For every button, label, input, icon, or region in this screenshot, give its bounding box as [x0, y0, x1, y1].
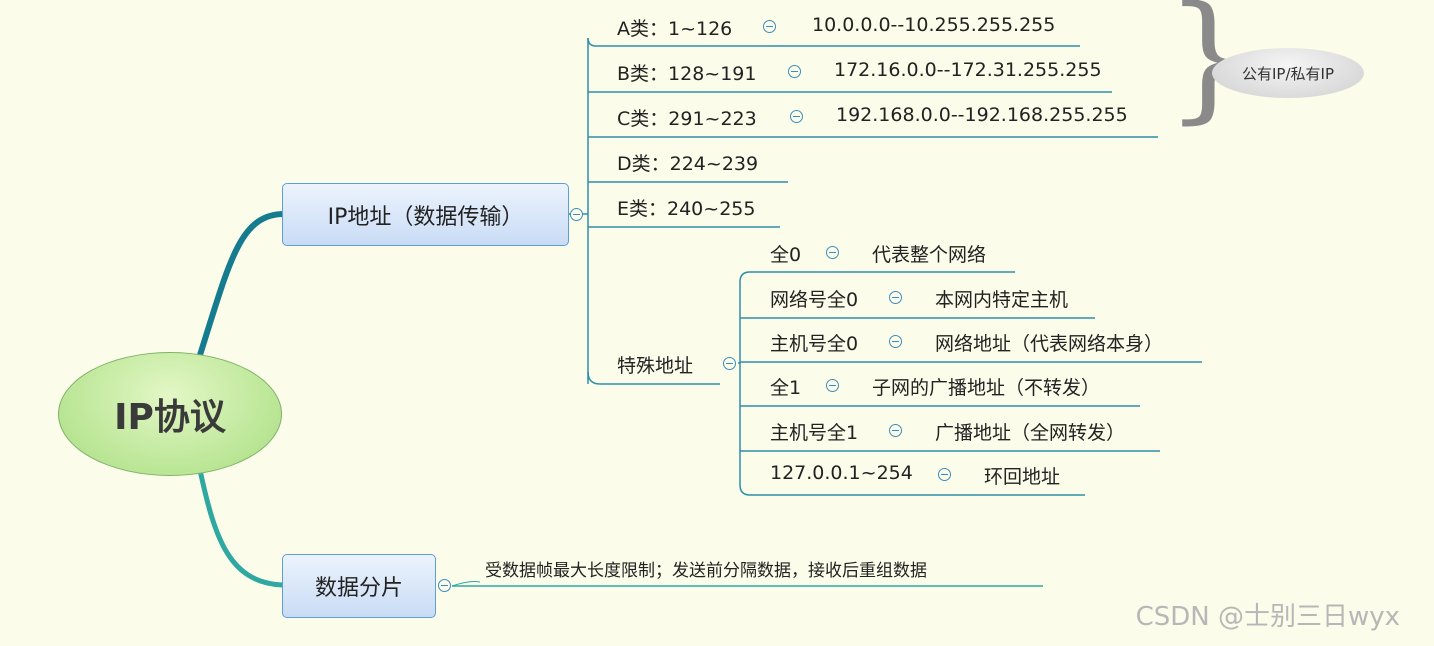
fragmentation-description[interactable]: 受数据帧最大长度限制；发送前分隔数据，接收后重组数据 — [485, 561, 927, 581]
data-fragmentation-collapse-icon[interactable] — [438, 579, 451, 592]
class-a-private-range[interactable]: 10.0.0.0--10.255.255.255 — [812, 14, 1056, 36]
special-host-one-label: 主机号全1 — [770, 422, 859, 444]
ip-address-collapse-icon[interactable] — [570, 208, 583, 221]
special-address-collapse-icon[interactable] — [723, 357, 736, 370]
special-network-zero[interactable]: 网络号全0 — [770, 285, 858, 312]
special-network-zero-meaning[interactable]: 本网内特定主机 — [935, 289, 1069, 311]
special-host-one[interactable]: 主机号全1 — [770, 418, 858, 445]
special-all-one-meaning[interactable]: 子网的广播地址（不转发） — [872, 377, 1101, 399]
class-b-item[interactable]: B类：128~191 — [617, 59, 757, 86]
special-all-zero-meaning[interactable]: 代表整个网络 — [872, 244, 987, 266]
root-topic-label: IP协议 — [114, 397, 226, 438]
special-all-zero-collapse-icon[interactable] — [826, 246, 839, 259]
special-all-one-collapse-icon[interactable] — [826, 379, 839, 392]
special-all-zero-label: 全0 — [770, 244, 802, 266]
class-b-private-range[interactable]: 172.16.0.0--172.31.255.255 — [834, 59, 1102, 81]
special-network-zero-collapse-icon[interactable] — [889, 291, 902, 304]
class-c-item[interactable]: C类：291~223 — [617, 104, 757, 131]
special-all-one[interactable]: 全1 — [770, 373, 801, 400]
class-c-label: C类：291~223 — [617, 108, 757, 130]
special-loopback-label: 127.0.0.1~254 — [770, 462, 913, 484]
special-host-one-meaning[interactable]: 广播地址（全网转发） — [935, 422, 1126, 444]
class-c-private-range[interactable]: 192.168.0.0--192.168.255.255 — [836, 104, 1128, 126]
special-host-zero[interactable]: 主机号全0 — [770, 329, 858, 356]
root-topic[interactable]: IP协议 — [58, 352, 282, 476]
special-address-item[interactable]: 特殊地址 — [617, 351, 693, 378]
public-private-ip-callout[interactable]: 公有IP/私有IP — [1212, 48, 1364, 98]
special-all-one-label: 全1 — [770, 377, 802, 399]
special-loopback-meaning[interactable]: 环回地址 — [984, 466, 1061, 488]
special-all-zero[interactable]: 全0 — [770, 240, 801, 267]
watermark: CSDN @士别三日wyx — [1135, 602, 1400, 632]
special-host-zero-collapse-icon[interactable] — [889, 335, 902, 348]
callout-label: 公有IP/私有IP — [1242, 64, 1334, 83]
class-e-item[interactable]: E类：240~255 — [617, 194, 755, 221]
special-loopback[interactable]: 127.0.0.1~254 — [770, 462, 913, 484]
branch-data-fragmentation[interactable]: 数据分片 — [282, 554, 436, 618]
special-address-label: 特殊地址 — [617, 355, 694, 377]
special-loopback-collapse-icon[interactable] — [938, 468, 951, 481]
class-c-collapse-icon[interactable] — [790, 110, 803, 123]
class-d-label: D类：224~239 — [617, 153, 759, 175]
special-host-zero-label: 主机号全0 — [770, 333, 859, 355]
class-b-label: B类：128~191 — [617, 63, 757, 85]
root-to-ip-address-link — [197, 211, 286, 358]
class-a-collapse-icon[interactable] — [763, 20, 776, 33]
special-network-zero-label: 网络号全0 — [770, 289, 859, 311]
root-to-fragmentation-link — [197, 467, 286, 588]
class-d-item[interactable]: D类：224~239 — [617, 149, 758, 176]
class-e-label: E类：240~255 — [617, 198, 756, 220]
class-b-collapse-icon[interactable] — [788, 65, 801, 78]
class-a-label: A类：1~126 — [617, 18, 733, 40]
branch-ip-address-label: IP地址（数据传输） — [327, 204, 524, 230]
special-host-zero-meaning[interactable]: 网络地址（代表网络本身） — [935, 333, 1164, 355]
branch-ip-address[interactable]: IP地址（数据传输） — [282, 183, 569, 246]
class-a-item[interactable]: A类：1~126 — [617, 14, 732, 41]
special-host-one-collapse-icon[interactable] — [889, 424, 902, 437]
branch-data-fragmentation-label: 数据分片 — [314, 576, 403, 601]
